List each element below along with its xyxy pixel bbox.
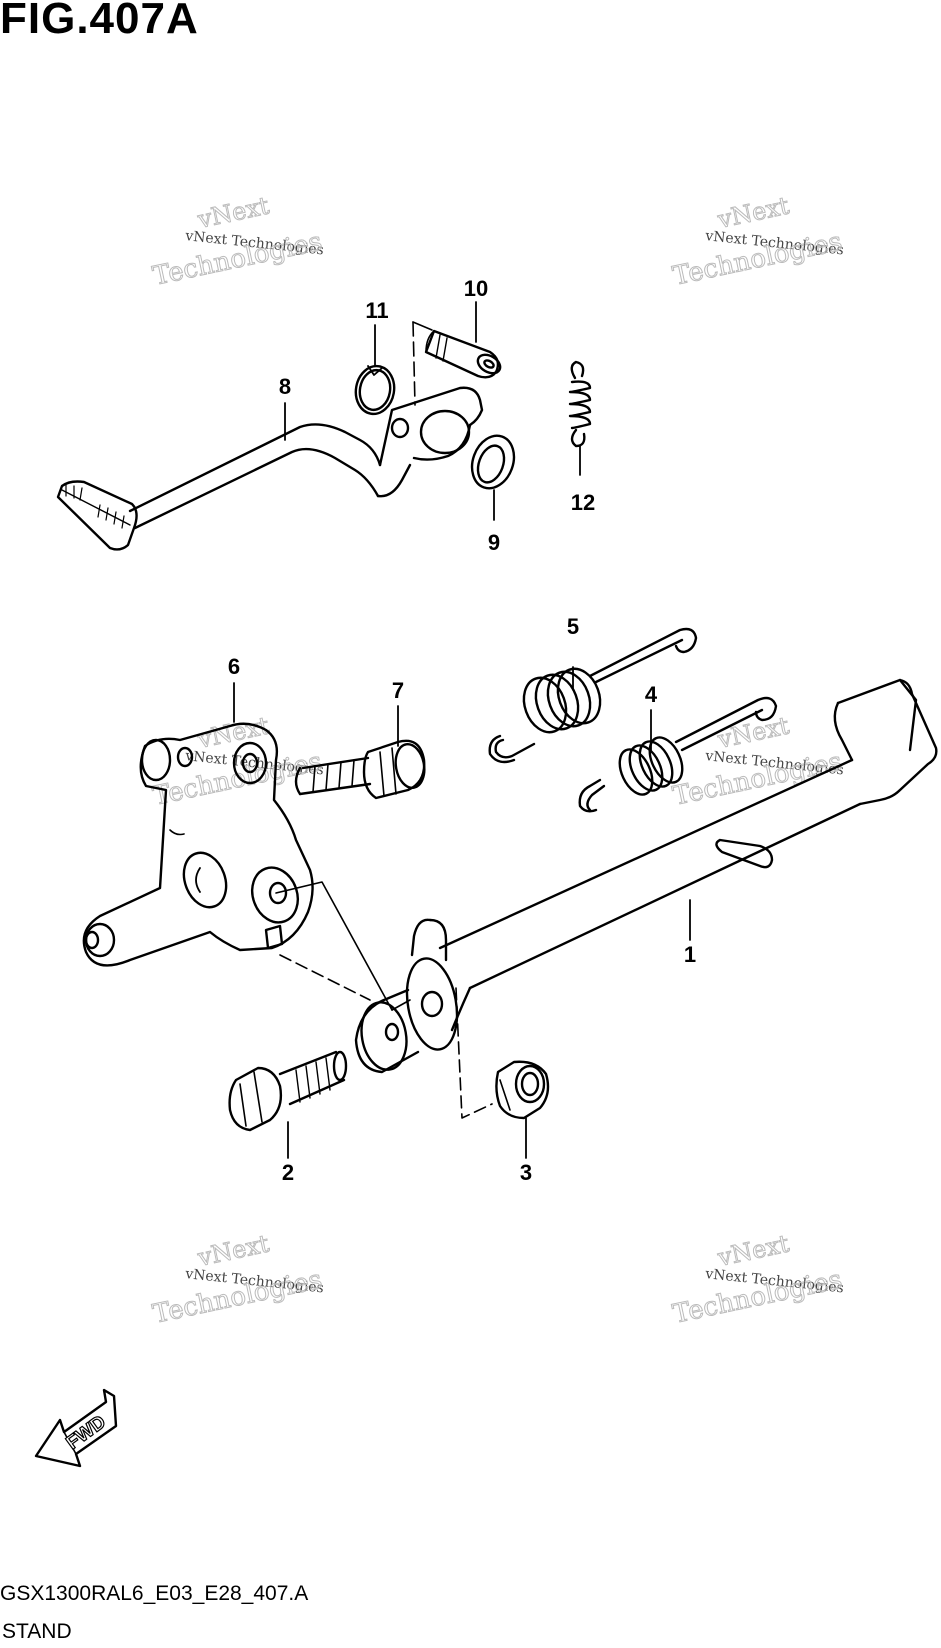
callout-10: 10	[464, 276, 488, 301]
part-4-spring-lower	[578, 696, 778, 813]
section-name: STAND	[2, 1620, 72, 1643]
callout-12: 12	[571, 490, 595, 515]
part-5-spring-upper	[488, 627, 698, 764]
part-10-pivot-pin	[424, 329, 502, 379]
callout-6: 6	[228, 654, 240, 679]
watermark-mid-right: vNext Technologies vNext Technologies	[670, 711, 846, 812]
assembly-lines	[275, 881, 493, 1119]
fwd-arrow-icon: FWD	[34, 1388, 118, 1468]
callout-leaders	[233, 301, 691, 1159]
svg-text:vNext: vNext	[194, 191, 272, 234]
watermark-bottom-left: vNext Technologies vNext Technologies	[150, 1229, 326, 1330]
part-8-pedal-lever	[56, 386, 484, 551]
callout-4: 4	[645, 682, 658, 707]
part-7-bolt	[294, 739, 426, 800]
part-1-side-stand	[354, 678, 938, 1074]
part-3-nut	[495, 1060, 550, 1120]
callout-8: 8	[279, 374, 291, 399]
svg-text:vNext: vNext	[714, 711, 792, 754]
watermark-top-right: vNext Technologies vNext Technologies	[670, 191, 846, 292]
callout-2: 2	[282, 1160, 294, 1185]
part-12-small-spring	[568, 360, 592, 448]
part-9-washer	[470, 434, 516, 490]
callout-5: 5	[567, 614, 579, 639]
svg-text:vNext: vNext	[714, 1229, 792, 1272]
part-11-circlip	[354, 364, 396, 416]
figure-title: FIG.407A	[0, 0, 199, 43]
callout-1: 1	[684, 942, 696, 967]
callout-11: 11	[365, 298, 388, 323]
watermark-top-left: vNext Technologies vNext Technologies	[150, 191, 326, 292]
svg-text:vNext: vNext	[194, 1229, 272, 1272]
watermark-bottom-right: vNext Technologies vNext Technologies	[670, 1229, 846, 1330]
callout-3: 3	[520, 1160, 532, 1185]
model-code: GSX1300RAL6_E03_E28_407.A	[0, 1582, 309, 1605]
part-2-pivot-bolt	[228, 1050, 348, 1132]
callout-labels: 1 2 3 4 5 6 7 8 9 10 11 12	[228, 276, 696, 1185]
assembly-line-pin	[412, 321, 416, 406]
watermark-mid-left: vNext Technologies vNext Technologies	[150, 711, 326, 812]
callout-7: 7	[392, 678, 404, 703]
callout-9: 9	[488, 530, 500, 555]
svg-text:vNext: vNext	[714, 191, 792, 234]
